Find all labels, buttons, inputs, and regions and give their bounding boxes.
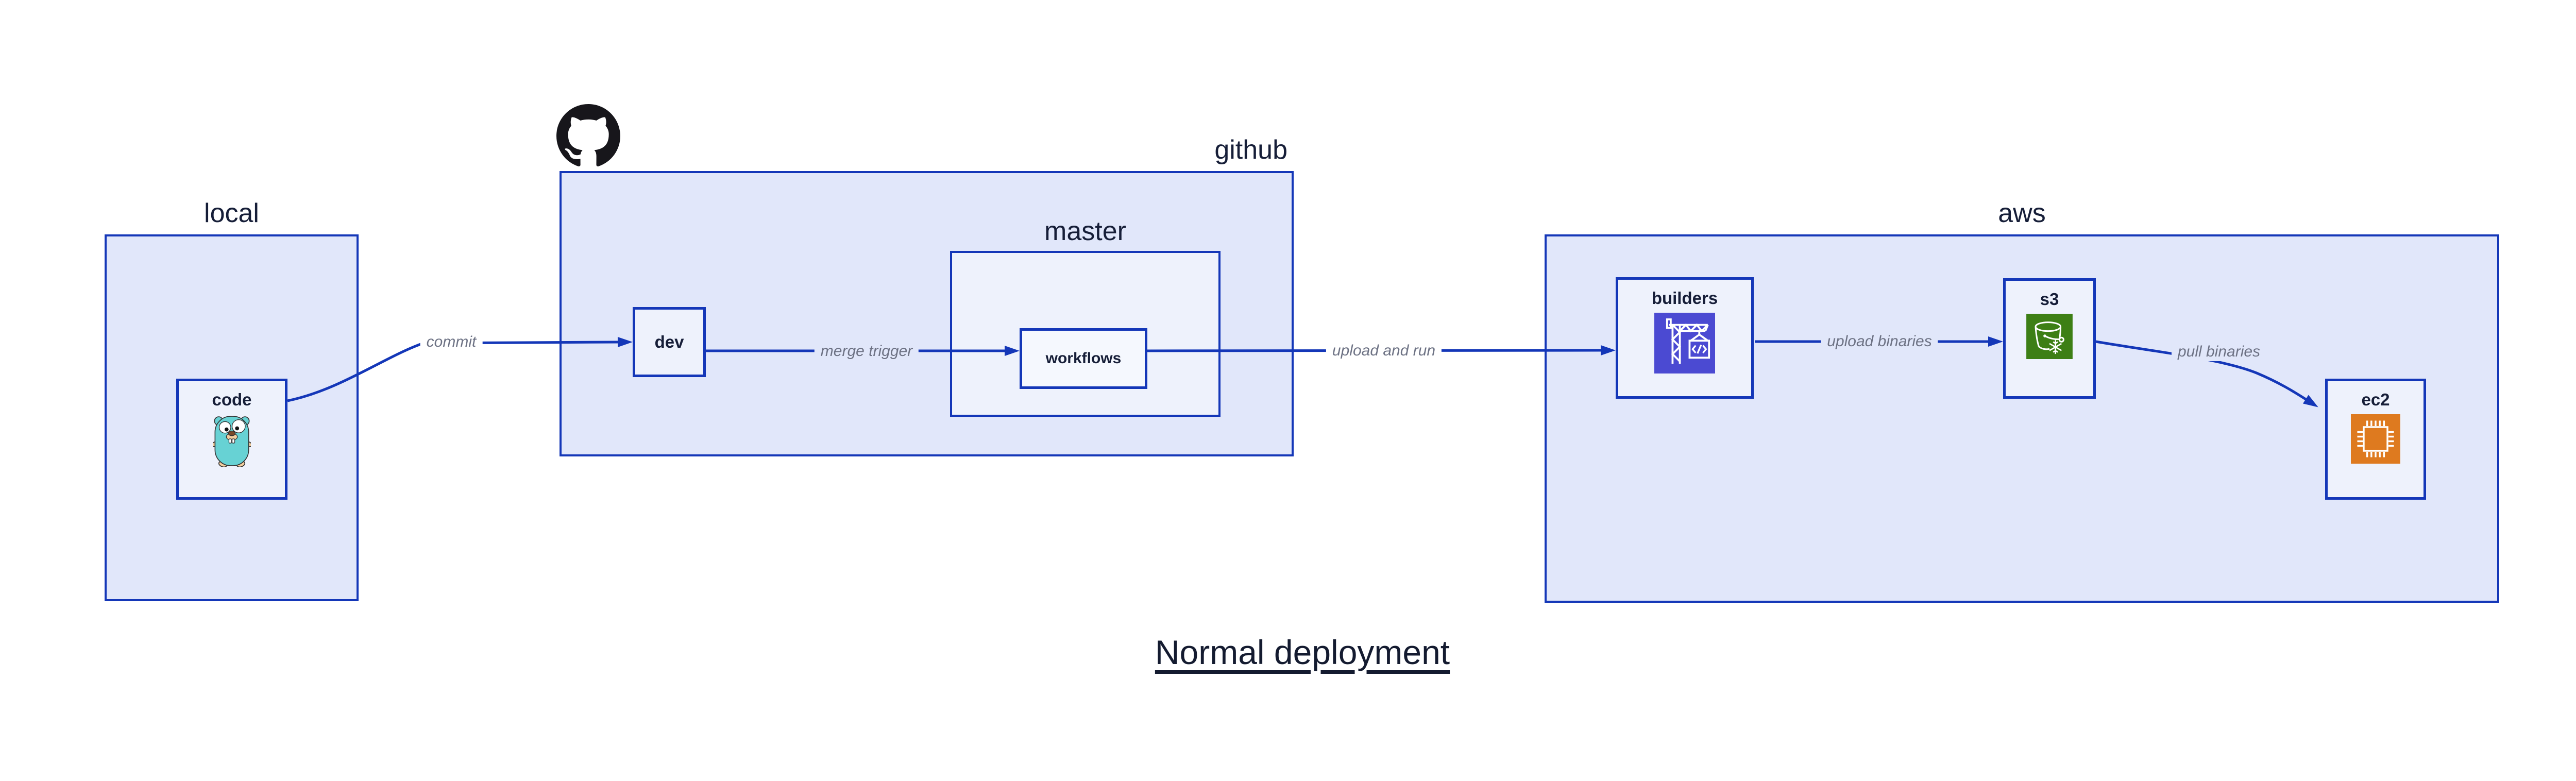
workflows-node: workflows [1020, 328, 1147, 389]
github-octocat-icon [556, 104, 620, 166]
builders-node-label: builders [1651, 288, 1718, 308]
github-group-label: github [1214, 135, 1287, 165]
local-group-label: local [204, 198, 259, 228]
github-octocat-logo [556, 104, 620, 168]
code-node: code [176, 379, 287, 500]
s3-node-label: s3 [2040, 290, 2059, 309]
workflows-node-label: workflows [1045, 350, 1122, 367]
diagram-title: Normal deployment [1155, 633, 1450, 671]
ec2-node-label: ec2 [2361, 390, 2390, 409]
aws-group-label: aws [1998, 198, 2046, 228]
aws-ec2-chip-icon [2351, 414, 2400, 464]
edge-label-merge-trigger: merge trigger [814, 342, 919, 361]
edge-label-upload-binaries: upload binaries [1821, 332, 1938, 351]
go-gopher-icon [211, 414, 252, 468]
builders-node: builders [1616, 277, 1754, 399]
edge-label-commit: commit [420, 333, 483, 351]
edge-label-pull-binaries: pull binaries [2171, 343, 2267, 361]
code-node-label: code [212, 390, 252, 409]
aws-codebuild-crane-icon [1654, 313, 1715, 373]
dev-node-label: dev [654, 332, 684, 351]
ec2-node: ec2 [2325, 379, 2426, 500]
master-group-label: master [1044, 216, 1126, 246]
aws-s3-glacier-bucket-snowflake-icon [2026, 314, 2073, 359]
edge-label-upload-and-run: upload and run [1326, 342, 1442, 360]
dev-node: dev [633, 307, 706, 377]
s3-node: s3 [2003, 278, 2096, 399]
